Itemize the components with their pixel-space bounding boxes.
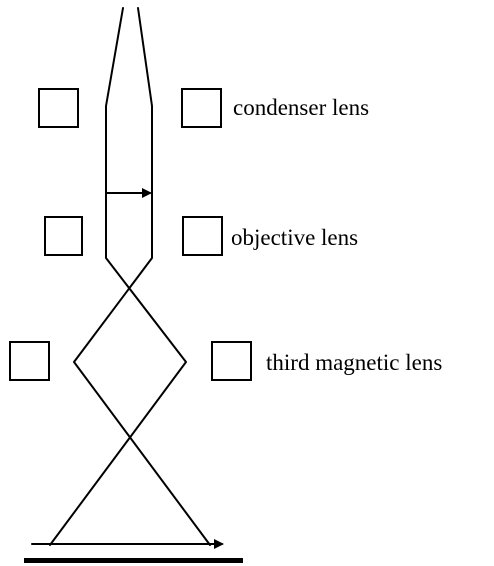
objective-lens-label: objective lens — [231, 225, 358, 250]
condenser-lens-label: condenser lens — [233, 95, 369, 120]
beam-ray-left — [49, 7, 187, 546]
third-lens-left-box — [9, 341, 50, 381]
third-lens-right-box — [211, 341, 252, 381]
beam-ray-right — [73, 7, 211, 546]
screen-plate — [24, 558, 243, 563]
objective-lens-right-box — [182, 216, 223, 256]
third-magnetic-lens-label: third magnetic lens — [266, 350, 442, 375]
beam-paths — [49, 7, 211, 546]
condenser-lens-left-box — [38, 88, 79, 128]
objective-lens-left-box — [44, 216, 83, 256]
lens-boxes — [9, 88, 252, 381]
condenser-lens-right-box — [181, 88, 222, 128]
